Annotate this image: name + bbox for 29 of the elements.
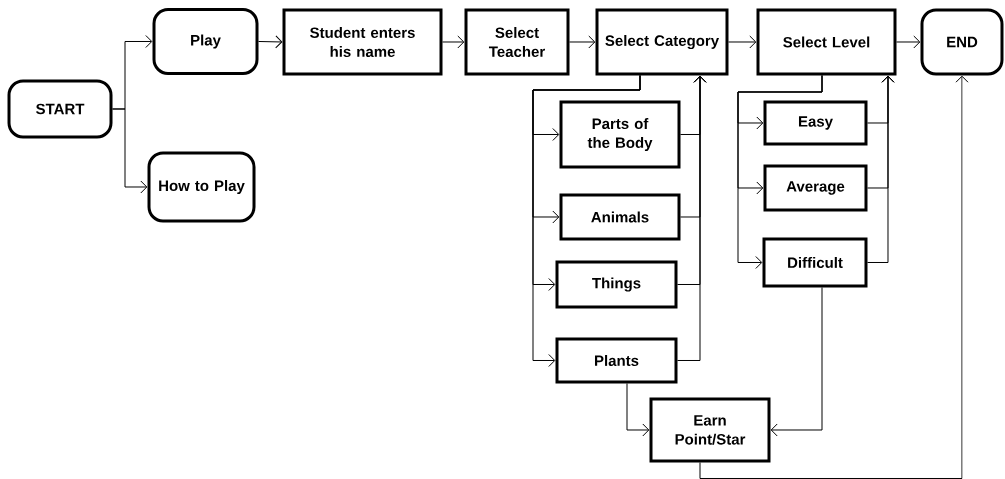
arrow bbox=[770, 287, 823, 437]
arrow bbox=[737, 75, 823, 269]
terminal-box: How to Play bbox=[147, 151, 256, 223]
terminal-box: Play bbox=[152, 8, 259, 75]
arrow bbox=[896, 35, 921, 49]
arrow bbox=[677, 75, 707, 361]
process-box: Difficult bbox=[762, 237, 868, 288]
arrow bbox=[532, 75, 641, 367]
process-box: Select Category bbox=[595, 8, 729, 76]
process-box: Average bbox=[763, 164, 868, 212]
process-box: Select Level bbox=[756, 8, 897, 76]
arrow bbox=[258, 35, 283, 49]
process-box: Easy bbox=[763, 100, 868, 146]
arrow bbox=[112, 108, 148, 194]
process-box: Parts of the Body bbox=[559, 100, 681, 169]
process-box: Student enters his name bbox=[282, 8, 443, 76]
process-box: Earn Point/Star bbox=[649, 397, 771, 463]
process-box: Animals bbox=[559, 193, 681, 241]
process-box: Select Teacher bbox=[464, 8, 570, 76]
terminal-box: END bbox=[920, 8, 1004, 76]
terminal-box: START bbox=[7, 79, 113, 139]
process-box: Plants bbox=[555, 337, 678, 384]
arrow bbox=[626, 383, 650, 437]
arrow bbox=[442, 35, 465, 49]
arrow bbox=[569, 35, 596, 49]
arrow bbox=[728, 35, 757, 49]
arrow bbox=[867, 75, 895, 263]
arrow bbox=[699, 75, 969, 479]
process-box: Things bbox=[555, 260, 678, 309]
